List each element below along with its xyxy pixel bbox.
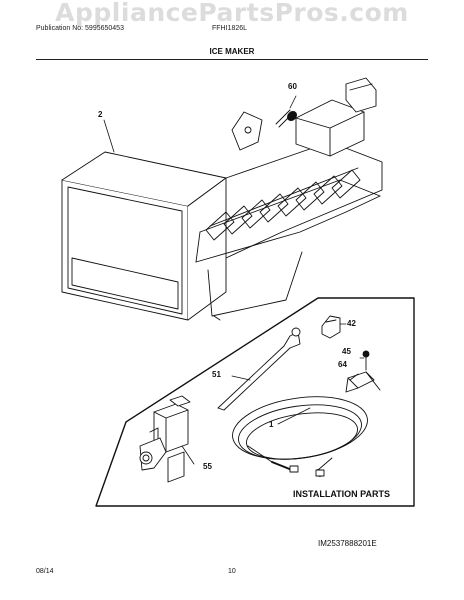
callout-leaders	[103, 95, 365, 465]
screw-part-45	[362, 350, 370, 371]
installation-parts-label: INSTALLATION PARTS	[293, 489, 390, 499]
page-title: ICE MAKER	[209, 47, 255, 56]
clamp-part-42	[321, 315, 341, 339]
model-number: FFHI1826L	[212, 25, 248, 32]
installation-parts-frame	[95, 297, 415, 507]
callout-1: 1	[269, 420, 274, 429]
fill-tube-part-51	[217, 327, 301, 411]
screw-part-60	[275, 109, 297, 128]
callout-60: 60	[288, 82, 297, 91]
water-valve-part-55	[139, 395, 191, 483]
callout-55: 55	[203, 462, 212, 471]
publication-number: Publication No: 5995650453	[36, 25, 124, 32]
page-number: 10	[228, 568, 236, 575]
callout-51: 51	[212, 370, 221, 379]
callout-45: 45	[342, 347, 351, 356]
callout-2: 2	[98, 110, 103, 119]
image-id: IM2537888201E	[318, 539, 377, 548]
ice-maker-assembly	[61, 77, 383, 321]
header-divider	[36, 59, 428, 60]
callout-42: 42	[347, 319, 356, 328]
clip-part-64	[345, 371, 381, 393]
footer-date: 08/14	[36, 568, 54, 575]
watermark: AppliancePartsPros.com	[55, 0, 409, 27]
callout-64: 64	[338, 360, 347, 369]
water-tubing-part-1	[232, 396, 368, 477]
